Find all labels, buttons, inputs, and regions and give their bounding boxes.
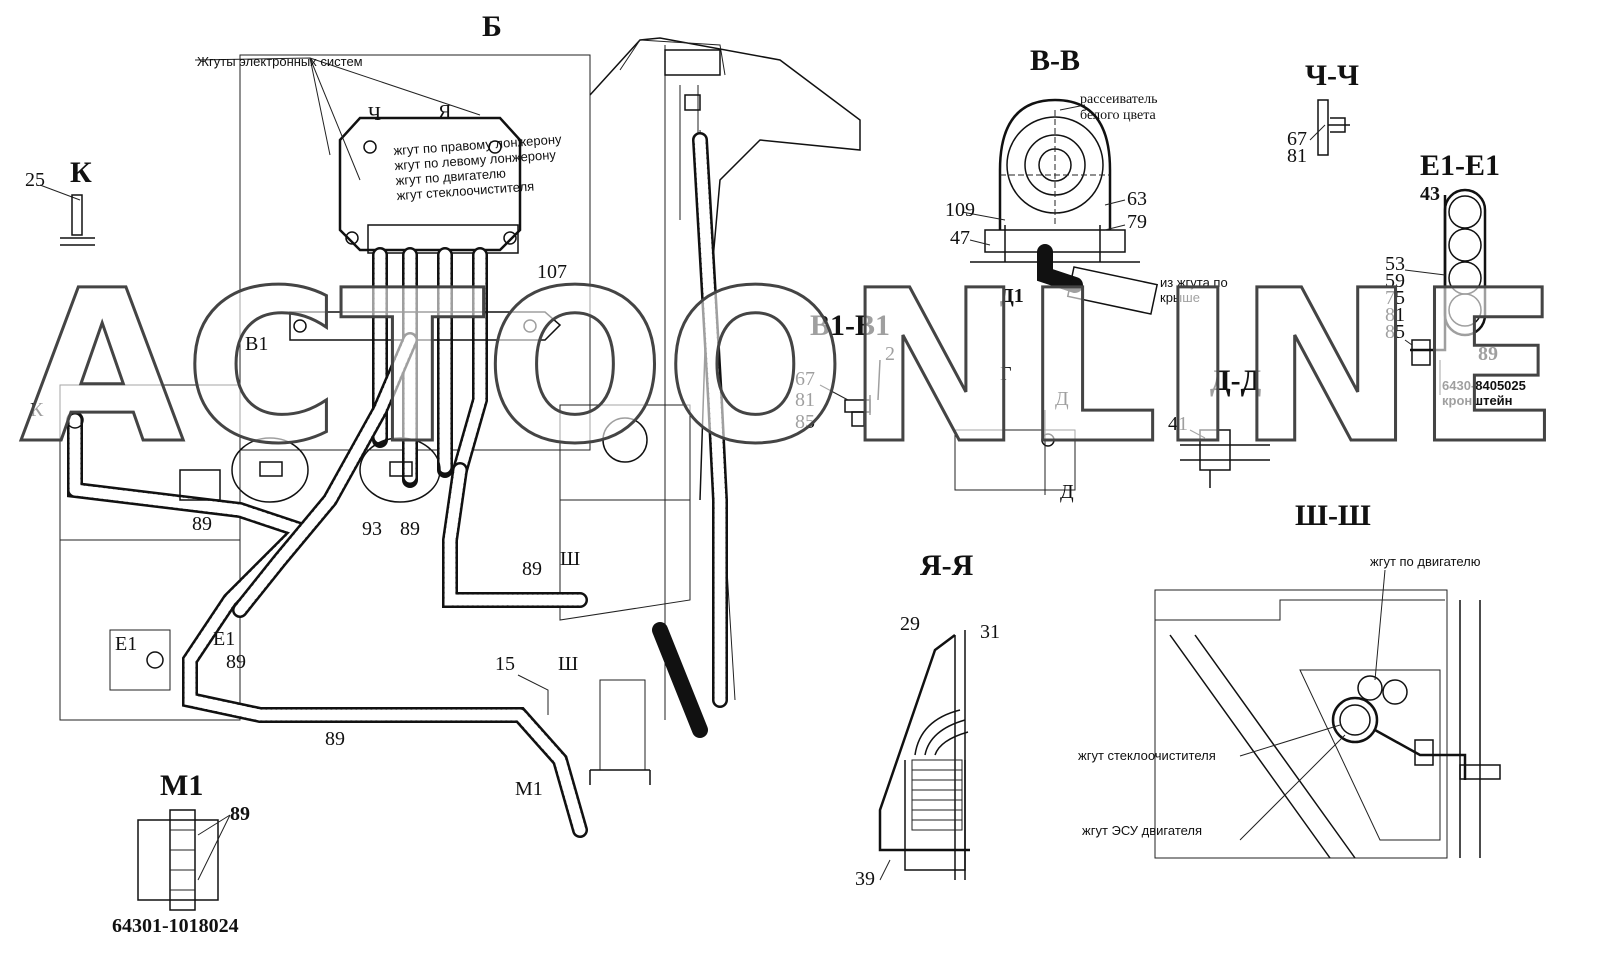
- callout-93: 93: [362, 518, 382, 540]
- callout-79: 79: [1127, 211, 1147, 233]
- mark-sh-1: Ш: [560, 548, 580, 570]
- callout-89-d: 89: [226, 651, 246, 673]
- detail-vv: [961, 98, 1159, 315]
- callout-81-ch: 81: [1287, 145, 1307, 167]
- callout-53: 53: [1385, 253, 1405, 275]
- mark-d1: Д1: [1000, 285, 1024, 307]
- view-title-v1v1: B1-B1: [810, 309, 890, 342]
- note-diffuser: рассеиватель белого цвета: [1080, 92, 1158, 123]
- callout-89-c: 89: [522, 558, 542, 580]
- main-harness-run: [67, 132, 728, 838]
- lower-block: [559, 404, 691, 621]
- mark-m1: M1: [515, 778, 543, 800]
- relay-block: [359, 437, 441, 503]
- note-wiper-harness: жгут стеклоочистителя: [1078, 748, 1216, 763]
- mark-v1: B1: [245, 333, 268, 355]
- mark-sh-2: Ш: [558, 653, 578, 675]
- callout-67-v: 67: [795, 368, 815, 390]
- callout-67-ch: 67: [1287, 128, 1307, 150]
- mark-e1-b: E1: [213, 628, 235, 650]
- note-bracket: 6430-8405025 кронштейн: [1442, 378, 1526, 408]
- detail-yaya: [878, 630, 970, 881]
- main-view: [39, 37, 861, 838]
- detail-e1e1: [1404, 188, 1487, 395]
- relay-block: [231, 437, 309, 503]
- mark-k: К: [30, 399, 44, 421]
- detail-shsh: [1154, 569, 1501, 859]
- note-bracket-fo: 6430-8405025 кронштейн: [1442, 378, 1526, 408]
- view-title-chch: Ч-Ч: [1305, 59, 1359, 92]
- view-title-g: Г: [1000, 363, 1012, 385]
- left-frame: [59, 384, 241, 721]
- view-title-b: Б: [482, 10, 502, 43]
- view-title-dd: Д-Д: [1210, 364, 1262, 397]
- view-title-shsh: Ш-Ш: [1295, 499, 1371, 532]
- view-title-e1e1: E1-E1: [1420, 149, 1500, 182]
- mark-e1-a: E1: [115, 633, 137, 655]
- callout-81-e: 81: [1385, 304, 1405, 326]
- callout-107: 107: [537, 261, 567, 283]
- note-from-roof: из жгута по крыше: [1160, 275, 1228, 305]
- note-from-roof-fo: из жгута по крыше: [1160, 275, 1228, 305]
- harness-label-plate: [338, 116, 522, 252]
- view-title-yaya: Я-Я: [920, 549, 974, 582]
- callout-109: 109: [945, 199, 975, 221]
- detail-m1: [137, 809, 231, 911]
- callout-85-v: 85: [795, 411, 815, 433]
- callout-59: 59: [1385, 270, 1405, 292]
- callout-81-v: 81: [795, 389, 815, 411]
- callout-41: 41: [1168, 413, 1188, 435]
- note-diffuser-fo: рассеиватель белого цвета: [1080, 92, 1158, 123]
- callout-29: 29: [900, 613, 920, 635]
- callout-25: 25: [25, 169, 45, 191]
- callout-89-e1: 89: [1478, 343, 1498, 365]
- callout-43: 43: [1420, 183, 1440, 205]
- callout-2: 2: [885, 343, 895, 365]
- clamp-bar: [289, 311, 562, 341]
- callout-85-e: 85: [1385, 321, 1405, 343]
- detail-v1v1: [819, 359, 881, 427]
- view-title-vv: В-В: [1030, 44, 1080, 77]
- callout-47: 47: [950, 227, 970, 249]
- view-title-m1: M1: [160, 769, 203, 802]
- note-esu-harness: жгут ЭСУ двигателя: [1082, 823, 1202, 838]
- callout-39: 39: [855, 868, 875, 890]
- callout-89-b: 89: [400, 518, 420, 540]
- part-number-m1: 64301-1018024: [112, 915, 239, 937]
- connector-top: [664, 49, 721, 76]
- callout-31: 31: [980, 621, 1000, 643]
- callout-63: 63: [1127, 188, 1147, 210]
- plate-text-group: жгут по правому лонжерону жгут по левому…: [393, 131, 562, 203]
- mark-d-2: Д: [1060, 481, 1074, 503]
- note-harness-electronic: Жгуты электронных систем: [197, 54, 363, 69]
- watermark: ACTOONLINE: [20, 245, 1560, 490]
- callout-75: 75: [1385, 287, 1405, 309]
- view-title-k: К: [70, 156, 92, 189]
- callout-89-a: 89: [192, 513, 212, 535]
- note-engine-harness: жгут по двигателю: [1370, 554, 1481, 569]
- callout-89-m1: 89: [230, 803, 250, 825]
- detail-chch: [1309, 99, 1350, 156]
- mark-d-1: Д: [1055, 388, 1069, 410]
- callout-15: 15: [495, 653, 515, 675]
- mark-ch: Ч: [368, 103, 381, 125]
- detail-dd: [954, 410, 1270, 495]
- mark-ya: Я: [438, 101, 451, 123]
- callout-89-e: 89: [325, 728, 345, 750]
